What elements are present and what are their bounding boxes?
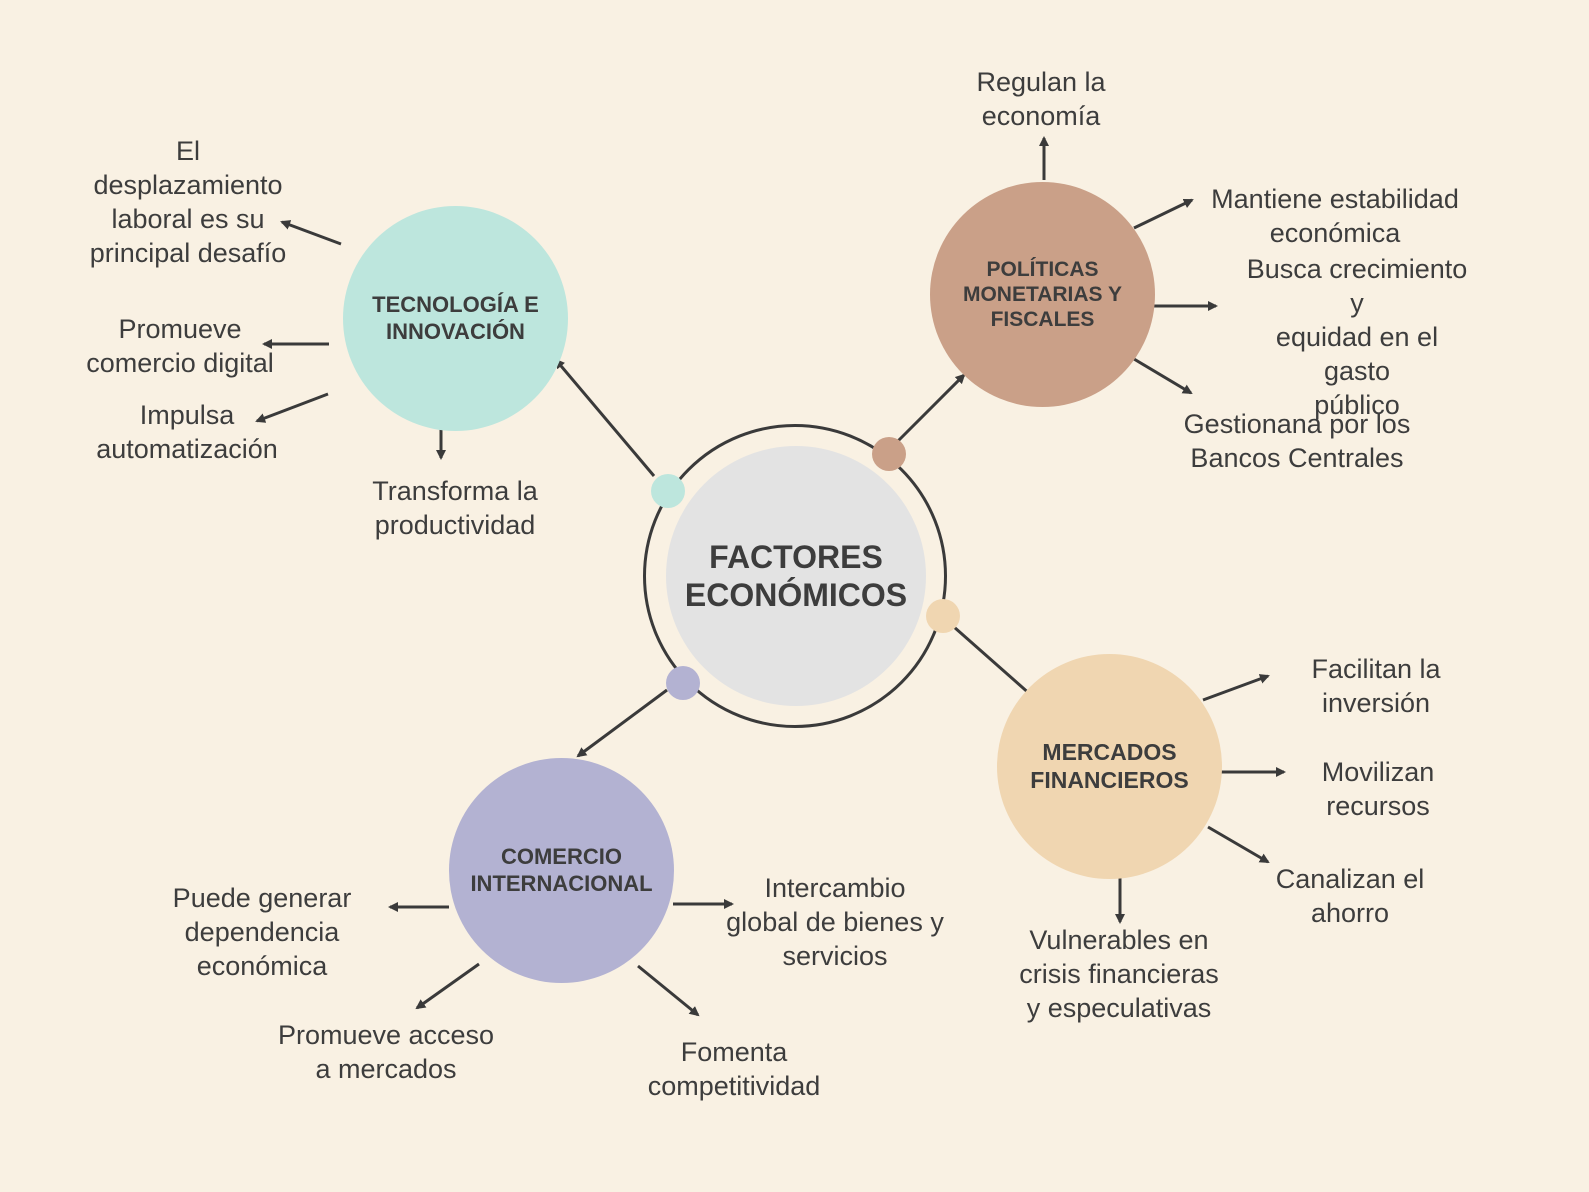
connector-center-politicas xyxy=(894,373,966,445)
branch-tecnologia: TECNOLOGÍA E INNOVACIÓN xyxy=(343,206,568,431)
branch-politicas-title: POLÍTICAS MONETARIAS Y FISCALES xyxy=(962,257,1123,332)
branch-comercio-title: COMERCIO INTERNACIONAL xyxy=(470,844,653,896)
branch-mercados-title: MERCADOS FINANCIEROS xyxy=(1030,738,1189,793)
comercio-item-2: Promueve acceso a mercados xyxy=(277,1020,495,1084)
dot-tecnologia xyxy=(651,474,685,508)
politicas-item-3: Busca crecimiento y equidad en el gasto … xyxy=(1246,254,1468,420)
dot-comercio xyxy=(666,666,700,700)
connector-com-2 xyxy=(415,962,480,1010)
center-ring xyxy=(643,424,947,728)
connector-tec-1 xyxy=(280,220,342,246)
politicas-item-2: Mantiene estabilidad económica xyxy=(1211,184,1459,248)
comercio-item-4: Intercambio global de bienes y servicios xyxy=(726,873,944,971)
connector-center-tecnologia xyxy=(554,358,656,477)
comercio-item-1: Puede generar dependencia económica xyxy=(172,883,352,981)
politicas-item-1: Regulan la economía xyxy=(976,67,1106,131)
mercados-item-3: Canalizan el ahorro xyxy=(1275,864,1425,928)
connector-pol-2 xyxy=(1133,198,1194,230)
connector-mer-1 xyxy=(1202,674,1270,702)
branch-tecnologia-title: TECNOLOGÍA E INNOVACIÓN xyxy=(372,292,539,344)
mercados-item-1: Facilitan la inversión xyxy=(1311,654,1441,718)
politicas-item-4: Gestionana por los Bancos Centrales xyxy=(1183,409,1411,473)
mercados-item-2: Movilizan recursos xyxy=(1321,757,1435,821)
connector-mer-3 xyxy=(1207,825,1270,864)
tecnologia-item-1: El desplazamiento laboral es su principa… xyxy=(89,136,287,268)
tecnologia-item-2: Promueve comercio digital xyxy=(86,314,274,378)
connector-center-comercio xyxy=(576,688,668,758)
mercados-item-4: Vulnerables en crisis financieras y espe… xyxy=(1019,925,1219,1023)
comercio-item-3: Fomenta competitividad xyxy=(647,1037,821,1101)
dot-politicas xyxy=(872,437,906,471)
connector-pol-4 xyxy=(1133,357,1193,395)
center-title: FACTORES ECONÓMICOS xyxy=(684,538,908,613)
tecnologia-item-3: Impulsa automatización xyxy=(96,400,278,464)
dot-mercados xyxy=(926,599,960,633)
center-node: FACTORES ECONÓMICOS xyxy=(666,446,926,706)
branch-politicas: POLÍTICAS MONETARIAS Y FISCALES xyxy=(930,182,1155,407)
branch-comercio: COMERCIO INTERNACIONAL xyxy=(449,758,674,983)
branch-mercados: MERCADOS FINANCIEROS xyxy=(997,654,1222,879)
tecnologia-item-4: Transforma la productividad xyxy=(372,476,538,540)
connector-tec-3 xyxy=(255,392,329,423)
connector-com-3 xyxy=(637,964,700,1017)
